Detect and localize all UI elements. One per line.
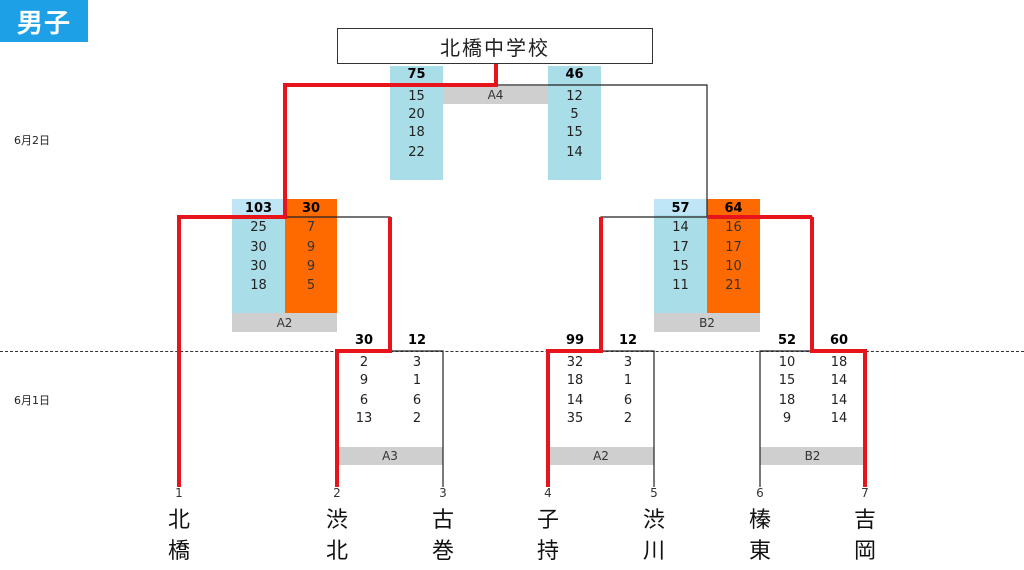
r1-b-right-p4: 2	[623, 411, 633, 426]
division-badge: 男子	[0, 0, 88, 42]
team-5-name-top: 渋	[642, 508, 665, 533]
semi-right-left-total: 57	[671, 201, 690, 216]
team-6-name-top: 榛	[748, 508, 771, 533]
semi-left-left-total: 103	[244, 201, 273, 216]
r1-c-right-total: 60	[829, 333, 849, 348]
semi-left-right-p1: 7	[306, 220, 316, 235]
final-right-p4: 14	[566, 145, 583, 160]
semi-left-right-p2: 9	[306, 240, 316, 255]
r1-b-left-p4: 35	[566, 411, 584, 426]
final-right-p1: 12	[566, 89, 583, 104]
date-label-day2: 6月2日	[14, 134, 50, 147]
team-7-name-top: 吉	[853, 508, 876, 533]
semi-right-left-p2: 17	[672, 240, 689, 255]
semi-right-left-p4: 11	[672, 278, 689, 293]
final-right-panel	[548, 66, 601, 180]
team-5-number: 5	[650, 486, 658, 500]
team-2-name-bottom: 北	[325, 539, 348, 564]
semi-left-right-p3: 9	[306, 259, 316, 274]
r1-c-right-p3: 14	[830, 393, 848, 408]
line-final	[284, 84, 708, 217]
champion-box: 北橋中学校	[337, 28, 653, 64]
team-2-number: 2	[333, 486, 341, 500]
r1-b-left-total: 99	[565, 333, 585, 348]
final-left-p2: 20	[408, 107, 425, 122]
semi-right-right-total: 64	[724, 201, 743, 216]
semi-left-left-p4: 18	[250, 278, 267, 293]
final-right-p2: 5	[570, 107, 579, 122]
semi-right-left-p3: 15	[672, 259, 689, 274]
r1-a-left-p2: 9	[359, 373, 369, 388]
team-3-name-top: 古	[431, 508, 454, 533]
r1-a-court-label: A3	[337, 447, 443, 465]
final-right-p3: 15	[566, 125, 583, 140]
r1-c-left-p4: 9	[782, 411, 792, 426]
team-7-name-bottom: 岡	[853, 539, 876, 564]
team-2-name-top: 渋	[325, 508, 348, 533]
r1-b-right-p2: 1	[623, 373, 633, 388]
r1-a-left-total: 30	[354, 333, 374, 348]
team-4-name-top: 子	[536, 508, 559, 533]
r1-a-right-p4: 2	[412, 411, 422, 426]
team-1-number: 1	[175, 486, 183, 500]
r1-a-left-p4: 13	[355, 411, 373, 426]
final-left-p1: 15	[408, 89, 425, 104]
r1-c-right-p2: 14	[830, 373, 848, 388]
r1-a-left-p3: 6	[359, 393, 369, 408]
team-1-name-bottom: 橋	[167, 539, 190, 564]
r1-b-right-p1: 3	[623, 355, 633, 370]
r1-a-right-p2: 1	[412, 373, 422, 388]
r1-c-left-p1: 10	[778, 355, 796, 370]
r1-c-court-label: B2	[760, 447, 865, 465]
semi-right-left-p1: 14	[672, 220, 689, 235]
team-3-number: 3	[439, 486, 447, 500]
final-court-label: A4	[443, 86, 548, 104]
r1-a-left-p1: 2	[359, 355, 369, 370]
semi-left-right-total: 30	[301, 201, 321, 216]
final-left-p3: 18	[408, 125, 425, 140]
r1-c-left-p3: 18	[778, 393, 796, 408]
r1-c-left-p2: 15	[778, 373, 796, 388]
r1-b-right-total: 12	[618, 333, 638, 348]
r1-b-right-p3: 6	[623, 393, 633, 408]
semi-right-right-p4: 21	[725, 278, 742, 293]
team-6-number: 6	[756, 486, 764, 500]
r1-b-left-p3: 14	[566, 393, 584, 408]
semi-right-right-p3: 10	[725, 259, 742, 274]
team-6-name-bottom: 東	[748, 539, 771, 564]
semi-left-court-label: A2	[232, 313, 337, 332]
r1-a-right-p3: 6	[412, 393, 422, 408]
date-label-day1: 6月1日	[14, 394, 50, 407]
team-5-name-bottom: 川	[642, 539, 665, 564]
team-4-number: 4	[544, 486, 552, 500]
team-1-name-top: 北	[167, 508, 190, 533]
final-left-p4: 22	[408, 145, 425, 160]
r1-b-court-label: A2	[548, 447, 654, 465]
r1-a-right-total: 12	[407, 333, 427, 348]
r1-a-right-p1: 3	[412, 355, 422, 370]
semi-left-left-p3: 30	[250, 259, 267, 274]
semi-left-left-p2: 30	[250, 240, 267, 255]
final-left-total: 75	[407, 67, 426, 82]
final-left-panel	[390, 66, 443, 180]
semi-left-left-p1: 25	[250, 220, 267, 235]
r1-c-right-p4: 14	[830, 411, 848, 426]
r1-c-left-total: 52	[777, 333, 797, 348]
semi-left-right-p4: 5	[306, 278, 316, 293]
semi-right-right-p2: 17	[725, 240, 742, 255]
semi-right-court-label: B2	[654, 313, 760, 332]
win-line-champion	[177, 64, 498, 487]
team-3-name-bottom: 巻	[431, 539, 454, 564]
final-right-total: 46	[565, 67, 584, 82]
r1-b-left-p1: 32	[566, 355, 584, 370]
team-7-number: 7	[861, 486, 869, 500]
day-separator	[0, 351, 1024, 352]
r1-b-left-p2: 18	[566, 373, 584, 388]
r1-c-right-p1: 18	[830, 355, 848, 370]
semi-right-right-p1: 16	[725, 220, 742, 235]
team-4-name-bottom: 持	[536, 539, 559, 564]
